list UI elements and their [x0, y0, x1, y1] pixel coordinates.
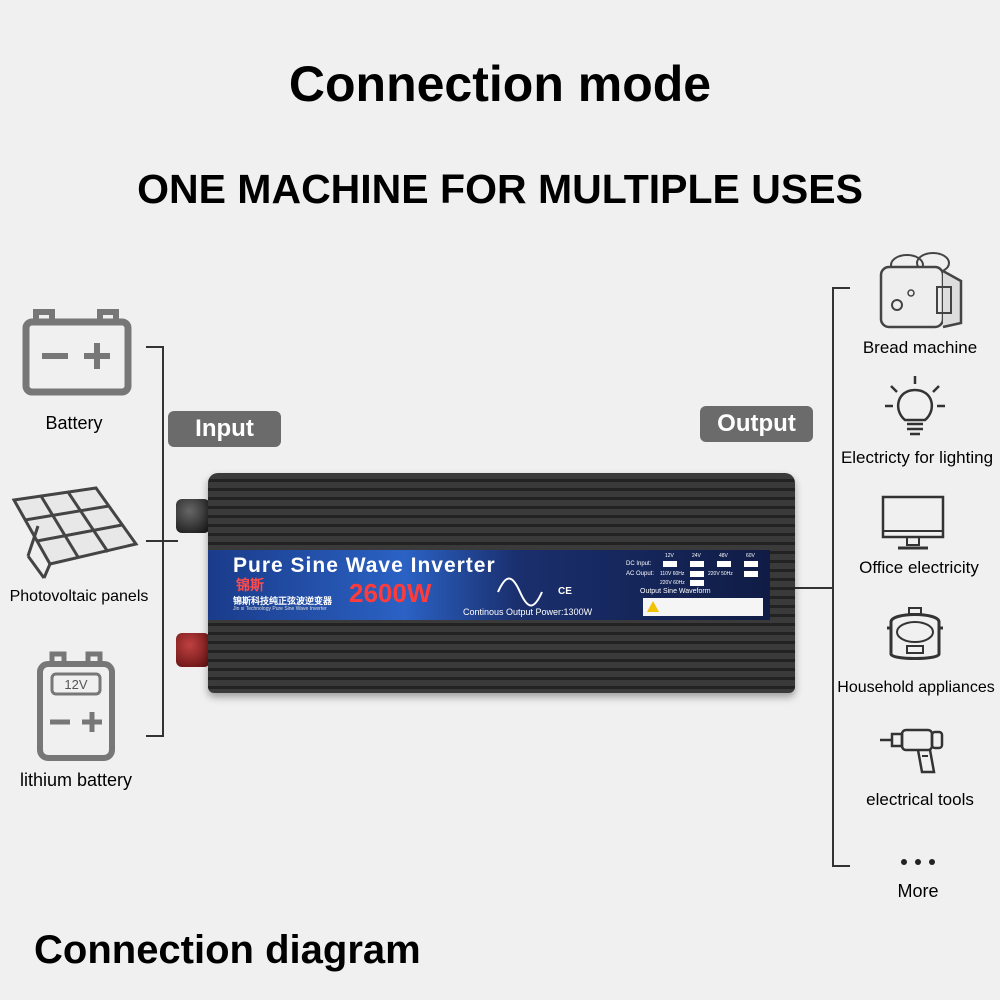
drill-icon — [880, 728, 944, 774]
ac-option: 220V 60Hz — [660, 580, 685, 586]
photovoltaic-label: Photovoltaic panels — [9, 588, 149, 605]
warning-icon — [647, 601, 659, 612]
dc-option: 60V — [746, 553, 755, 559]
more-dots-icon — [901, 859, 935, 865]
household-appliances-label: Household appliances — [837, 679, 995, 696]
ac-output-label: AC Ouput: — [626, 571, 655, 577]
ac-checkbox — [690, 580, 704, 586]
lithium-battery-label: lithium battery — [19, 770, 133, 790]
page-subtitle: ONE MACHINE FOR MULTIPLE USES — [137, 166, 863, 212]
page-title: Connection mode — [288, 56, 712, 112]
electrical-tools-label: electrical tools — [866, 790, 974, 809]
ac-option: 220V 50Hz — [708, 571, 733, 577]
toaster-icon — [879, 252, 963, 329]
ac-checkbox — [690, 571, 704, 577]
dc-option: 12V — [665, 553, 674, 559]
dc-input-label: DC Input: — [626, 561, 652, 567]
more-label: More — [897, 881, 939, 901]
lighting-label: Electricty for lighting — [840, 448, 994, 467]
inverter-title: Pure Sine Wave Inverter — [233, 554, 496, 577]
ac-checkbox — [744, 571, 758, 577]
inverter-brand-line: 锦斯科技纯正弦波逆变器 — [233, 596, 333, 606]
dc-option: 48V — [719, 553, 728, 559]
ce-mark: CE — [558, 586, 572, 597]
inverter-device: Pure Sine Wave Inverter 锦斯 2600W 锦斯科技纯正弦… — [176, 473, 795, 693]
lithium-voltage-badge: 12V — [64, 677, 88, 692]
ac-option: 110V 60Hz — [660, 571, 685, 577]
positive-terminal — [176, 633, 210, 667]
dc-checkbox — [717, 561, 731, 567]
dc-checkbox — [663, 561, 677, 567]
inverter-power: 2600W — [349, 578, 432, 608]
lithium-battery-icon — [37, 651, 115, 761]
solar-panel-icon — [11, 486, 139, 579]
inverter-continuous-output: Continous Output Power:1300W — [463, 607, 593, 617]
dc-option: 24V — [692, 553, 701, 559]
inverter-label-panel: Pure Sine Wave Inverter 锦斯 2600W 锦斯科技纯正弦… — [208, 550, 770, 620]
lightbulb-icon — [885, 376, 945, 436]
office-electricity-label: Office electricity — [859, 558, 979, 577]
rice-cooker-icon — [887, 607, 943, 660]
input-tag: Input — [168, 411, 281, 447]
negative-terminal — [176, 499, 210, 533]
battery-icon — [22, 309, 132, 396]
dc-checkbox — [690, 561, 704, 567]
battery-label: Battery — [45, 413, 103, 433]
inverter-brand: 锦斯 — [236, 577, 264, 593]
warning-sticker — [643, 598, 763, 616]
waveform-label: Output Sine Waveform — [640, 588, 711, 595]
sine-wave-icon — [497, 577, 543, 607]
connection-diagram-title: Connection diagram — [34, 928, 421, 972]
output-tag: Output — [700, 406, 813, 442]
dc-checkbox — [744, 561, 758, 567]
bread-machine-label: Bread machine — [862, 338, 978, 357]
inverter-brand-sub: Jin si Technology Pure Sine Wave Inverte… — [233, 606, 327, 612]
monitor-icon — [881, 495, 945, 550]
